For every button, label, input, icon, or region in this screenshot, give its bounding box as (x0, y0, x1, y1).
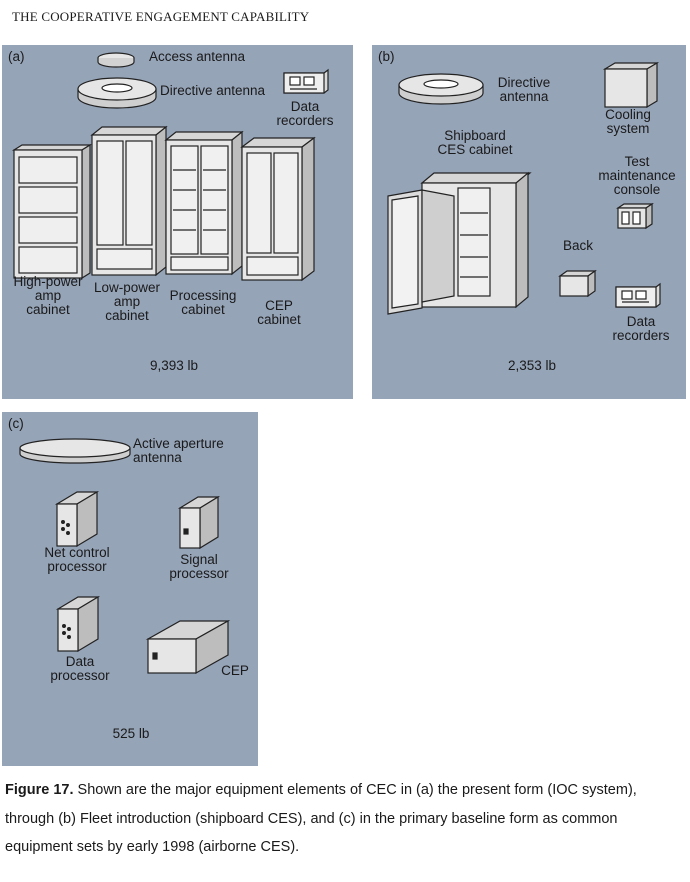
panel-a-illustration (11, 52, 329, 282)
directive-antenna-label: Directive antenna (160, 83, 266, 98)
cep-cabinet-icon (240, 136, 316, 282)
low-power-amp-cabinet-icon (90, 125, 168, 277)
panel-c-weight: 525 lb (112, 726, 150, 741)
data-processor-icon (55, 595, 101, 653)
back-unit-icon (558, 269, 597, 298)
net-control-processor-icon (54, 490, 100, 548)
data-recorders-icon (283, 68, 329, 94)
figure-caption-label: Figure 17. (5, 782, 74, 798)
cooling-system-icon (602, 61, 660, 109)
back-label: Back (562, 238, 594, 253)
panel-c-illustration (19, 438, 231, 675)
figure-panel-a: (a) Access antenna Directive antenna Dat… (2, 45, 353, 399)
active-aperture-antenna-icon (19, 438, 131, 464)
processing-cabinet-icon (164, 130, 244, 276)
signal-processor-icon (177, 495, 221, 550)
figure-caption: Figure 17. Shown are the major equipment… (5, 776, 685, 862)
panel-c-tag: (c) (8, 416, 24, 431)
panel-b-tag: (b) (378, 49, 395, 64)
panel-a-tag: (a) (8, 49, 25, 64)
cep-label: CEP (221, 663, 249, 678)
shipboard-ces-cabinet-icon (387, 171, 532, 315)
running-head: THE COOPERATIVE ENGAGEMENT CAPABILITY (12, 9, 310, 24)
test-maintenance-console-icon (616, 202, 654, 230)
data-recorders-icon (615, 282, 661, 308)
access-antenna-icon (97, 52, 135, 68)
access-antenna-label: Access antenna (149, 49, 246, 64)
panel-b-weight: 2,353 lb (507, 358, 557, 373)
figure-caption-text: Shown are the major equipment elements o… (5, 782, 637, 855)
panel-a-weight: 9,393 lb (149, 358, 199, 373)
directive-antenna-icon (398, 73, 484, 105)
directive-antenna-icon (77, 77, 157, 109)
high-power-amp-cabinet-icon (11, 143, 93, 280)
panel-b-illustration (387, 61, 661, 315)
cep-unit-icon (145, 619, 231, 675)
